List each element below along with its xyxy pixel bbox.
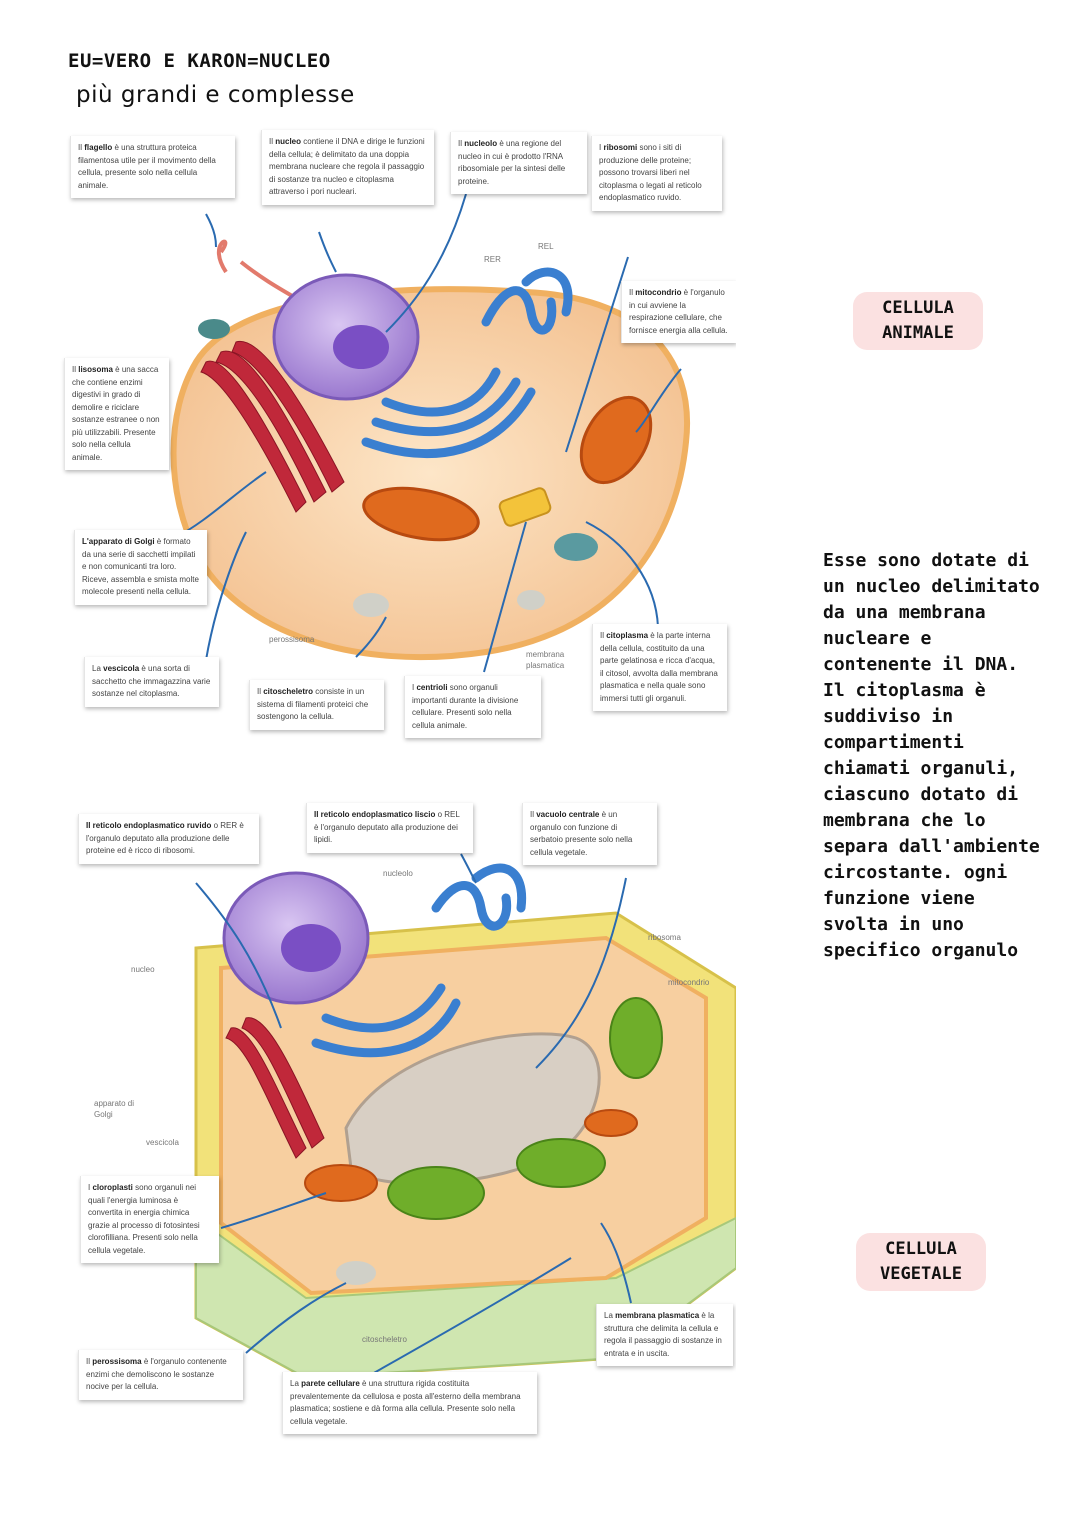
note-vescicola: La vescicola è una sorta di sacchetto ch… — [84, 657, 219, 707]
note-nucleo: Il nucleo contiene il DNA e dirige le fu… — [261, 130, 434, 205]
badge-cellula-animale: CELLULA ANIMALE — [853, 292, 983, 350]
label-rer: RER — [484, 255, 501, 264]
heading-subtitle: più grandi e complesse — [76, 82, 355, 108]
note-lisosoma: Il lisosoma è una sacca che contiene enz… — [64, 358, 169, 470]
plant-endoplasmic-reticulum — [311, 863, 527, 1058]
label-perossisoma: perossisoma — [269, 635, 315, 644]
note-plant-perossisoma: Il perossisoma è l'organulo contenente e… — [78, 1350, 243, 1400]
note-mitocondrio: Il mitocondrio è l'organulo in cui avvie… — [621, 281, 736, 343]
nucleolus — [333, 325, 389, 369]
endoplasmic-reticulum — [361, 267, 573, 458]
plant-golgi-apparatus — [225, 1017, 325, 1159]
vesicle — [554, 533, 598, 561]
note-golgi: L'apparato di Golgi è formato da una ser… — [74, 530, 207, 605]
label-plant-nucleolo: nucleolo — [383, 869, 413, 878]
label-rel: REL — [538, 242, 554, 251]
note-plant-parete: La parete cellulare è una struttura rigi… — [282, 1372, 537, 1434]
peroxisome — [353, 593, 389, 617]
note-centrioli: I centrioli sono organuli importanti dur… — [404, 676, 541, 738]
heading-eu-karon: EU=VERO E KARON=NUCLEO — [68, 50, 331, 72]
plant-cell-panel: nucleolo nucleo ribosoma mitocondrio app… — [56, 798, 736, 1453]
golgi-apparatus — [200, 340, 345, 513]
lysosome — [198, 319, 230, 339]
note-plant-cloroplasti: I cloroplasti sono organuli nei quali l'… — [80, 1176, 219, 1263]
badge-cellula-vegetale: CELLULA VEGETALE — [856, 1233, 986, 1291]
side-description: Esse sono dotate di un nucleo delimitato… — [823, 550, 1040, 961]
mitochondria — [362, 395, 653, 542]
note-citoscheletro: Il citoscheletro consiste in un sistema … — [249, 680, 384, 730]
note-plant-membrana: La membrana plasmatica è la struttura ch… — [596, 1304, 733, 1366]
plant-nucleolus — [281, 924, 341, 972]
label-plant-mitocondrio: mitocondrio — [668, 978, 710, 987]
label-plant-nucleo: nucleo — [131, 965, 155, 974]
chloroplasts — [387, 997, 663, 1220]
animal-cell-panel: RER REL perossisoma membrana plasmatica … — [56, 122, 736, 762]
note-nucleolo: Il nucleolo è una regione del nucleo in … — [450, 132, 587, 194]
animal-cell-illustration — [170, 193, 691, 673]
note-plant-vacuolo: Il vacuolo centrale è un organulo con fu… — [522, 803, 657, 865]
note-flagello: Il flagello è una struttura proteica fil… — [70, 136, 235, 198]
centrioles — [498, 487, 552, 527]
label-plant-citoscheletro: citoscheletro — [362, 1335, 407, 1344]
note-citoplasma: Il citoplasma è la parte interna della c… — [592, 624, 727, 711]
note-plant-rer: Il reticolo endoplasmatico ruvido o RER … — [78, 814, 259, 864]
label-plant-ribosoma: ribosoma — [648, 933, 681, 942]
plant-peroxisome — [336, 1261, 376, 1285]
note-ribosomi: I ribosomi sono i siti di produzione del… — [591, 136, 722, 211]
label-plant-golgi: apparato di Golgi — [94, 1099, 135, 1119]
note-plant-rel: Il reticolo endoplasmatico liscio o REL … — [306, 803, 473, 853]
plant-mitochondrion — [304, 1164, 378, 1202]
label-plant-vescicola: vescicola — [146, 1138, 179, 1147]
label-membrana: membrana plasmatica — [526, 650, 565, 670]
